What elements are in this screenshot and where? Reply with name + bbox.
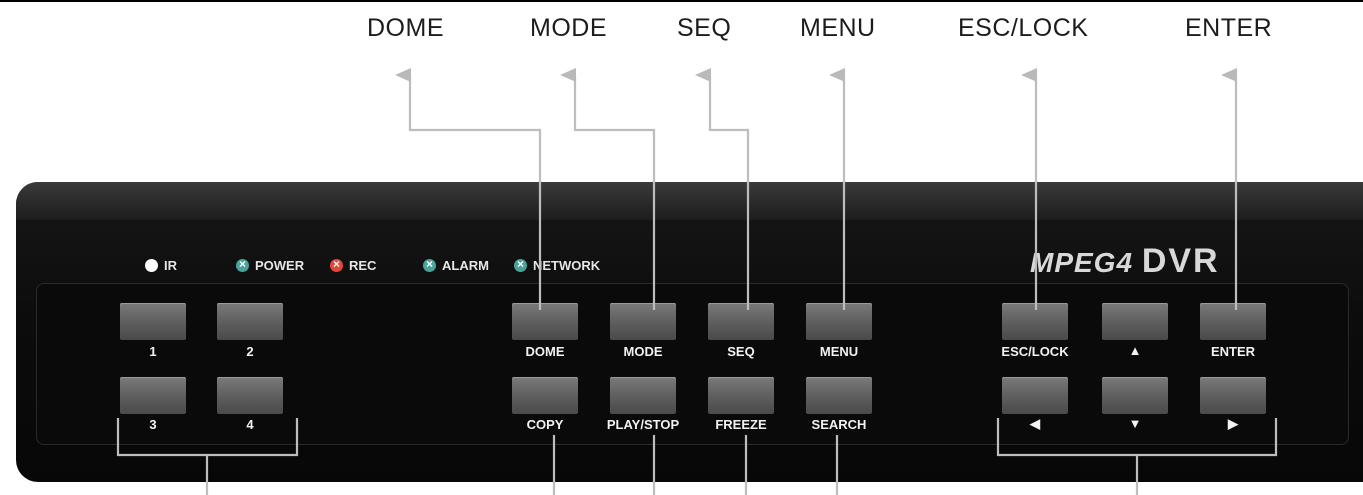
callout-dome: DOME (367, 14, 444, 42)
dvr-panel-top-bevel (16, 182, 1363, 220)
button-channel-4-label: 4 (246, 417, 254, 432)
search-button[interactable] (806, 377, 872, 414)
button-channel-2-label: 2 (246, 344, 254, 359)
right-arrow-button[interactable] (1200, 377, 1266, 414)
dome-button-label: DOME (525, 344, 565, 359)
indicator-network-label: NETWORK (533, 258, 601, 273)
callout-seq: SEQ (677, 14, 732, 42)
button-channel-3-label: 3 (149, 417, 157, 432)
down-arrow-icon: ▼ (1128, 416, 1142, 431)
seq-button-label: SEQ (727, 344, 755, 359)
network-led-icon (514, 257, 527, 272)
indicator-power-label: POWER (255, 258, 305, 273)
play-stop-button-label: PLAY/STOP (606, 417, 680, 432)
rec-led-icon (330, 257, 343, 272)
freeze-button[interactable] (708, 377, 774, 414)
mode-button[interactable] (610, 303, 676, 340)
logo-suffix: DVR (1141, 242, 1220, 280)
dome-button[interactable] (512, 303, 578, 340)
left-arrow-icon: ◀ (1030, 416, 1040, 431)
copy-button[interactable] (512, 377, 578, 414)
indicator-ir-label: IR (164, 258, 177, 273)
button-channel-1[interactable] (120, 303, 186, 340)
button-channel-4[interactable] (217, 377, 283, 414)
indicator-power: POWER (236, 257, 305, 273)
down-arrow-button[interactable] (1102, 377, 1168, 414)
indicator-alarm-label: ALARM (442, 258, 489, 273)
seq-button[interactable] (708, 303, 774, 340)
button-channel-2[interactable] (217, 303, 283, 340)
left-arrow-button[interactable] (1002, 377, 1068, 414)
up-arrow-icon: ▲ (1128, 343, 1142, 358)
up-arrow-button[interactable] (1102, 303, 1168, 340)
logo-prefix: MPEG4 (1030, 247, 1134, 278)
menu-button-label: MENU (819, 344, 859, 359)
indicator-ir: IR (145, 258, 177, 273)
right-arrow-icon: ▶ (1228, 416, 1238, 431)
callout-menu: MENU (800, 14, 876, 42)
callout-mode: MODE (530, 14, 607, 42)
indicator-rec: REC (330, 257, 377, 273)
power-led-icon (236, 257, 249, 272)
indicator-alarm: ALARM (423, 257, 489, 273)
copy-button-label: COPY (526, 417, 564, 432)
menu-button[interactable] (806, 303, 872, 340)
freeze-button-label: FREEZE (715, 417, 767, 432)
ir-led-icon (145, 259, 158, 272)
indicator-network: NETWORK (514, 257, 601, 273)
button-channel-3[interactable] (120, 377, 186, 414)
indicator-rec-label: REC (349, 258, 377, 273)
top-border-line (0, 0, 1363, 2)
callout-enter: ENTER (1185, 14, 1273, 42)
mpeg4-dvr-logo: MPEG4 DVR (1030, 242, 1220, 281)
button-channel-1-label: 1 (149, 344, 157, 359)
esc-lock-button-label: ESC/LOCK (1001, 344, 1069, 359)
enter-button[interactable] (1200, 303, 1266, 340)
mode-button-label: MODE (623, 344, 663, 359)
play-stop-button[interactable] (610, 377, 676, 414)
search-button-label: SEARCH (811, 417, 867, 432)
enter-button-label: ENTER (1210, 344, 1256, 359)
alarm-led-icon (423, 257, 436, 272)
callout-esc-lock: ESC/LOCK (958, 14, 1089, 42)
esc-lock-button[interactable] (1002, 303, 1068, 340)
